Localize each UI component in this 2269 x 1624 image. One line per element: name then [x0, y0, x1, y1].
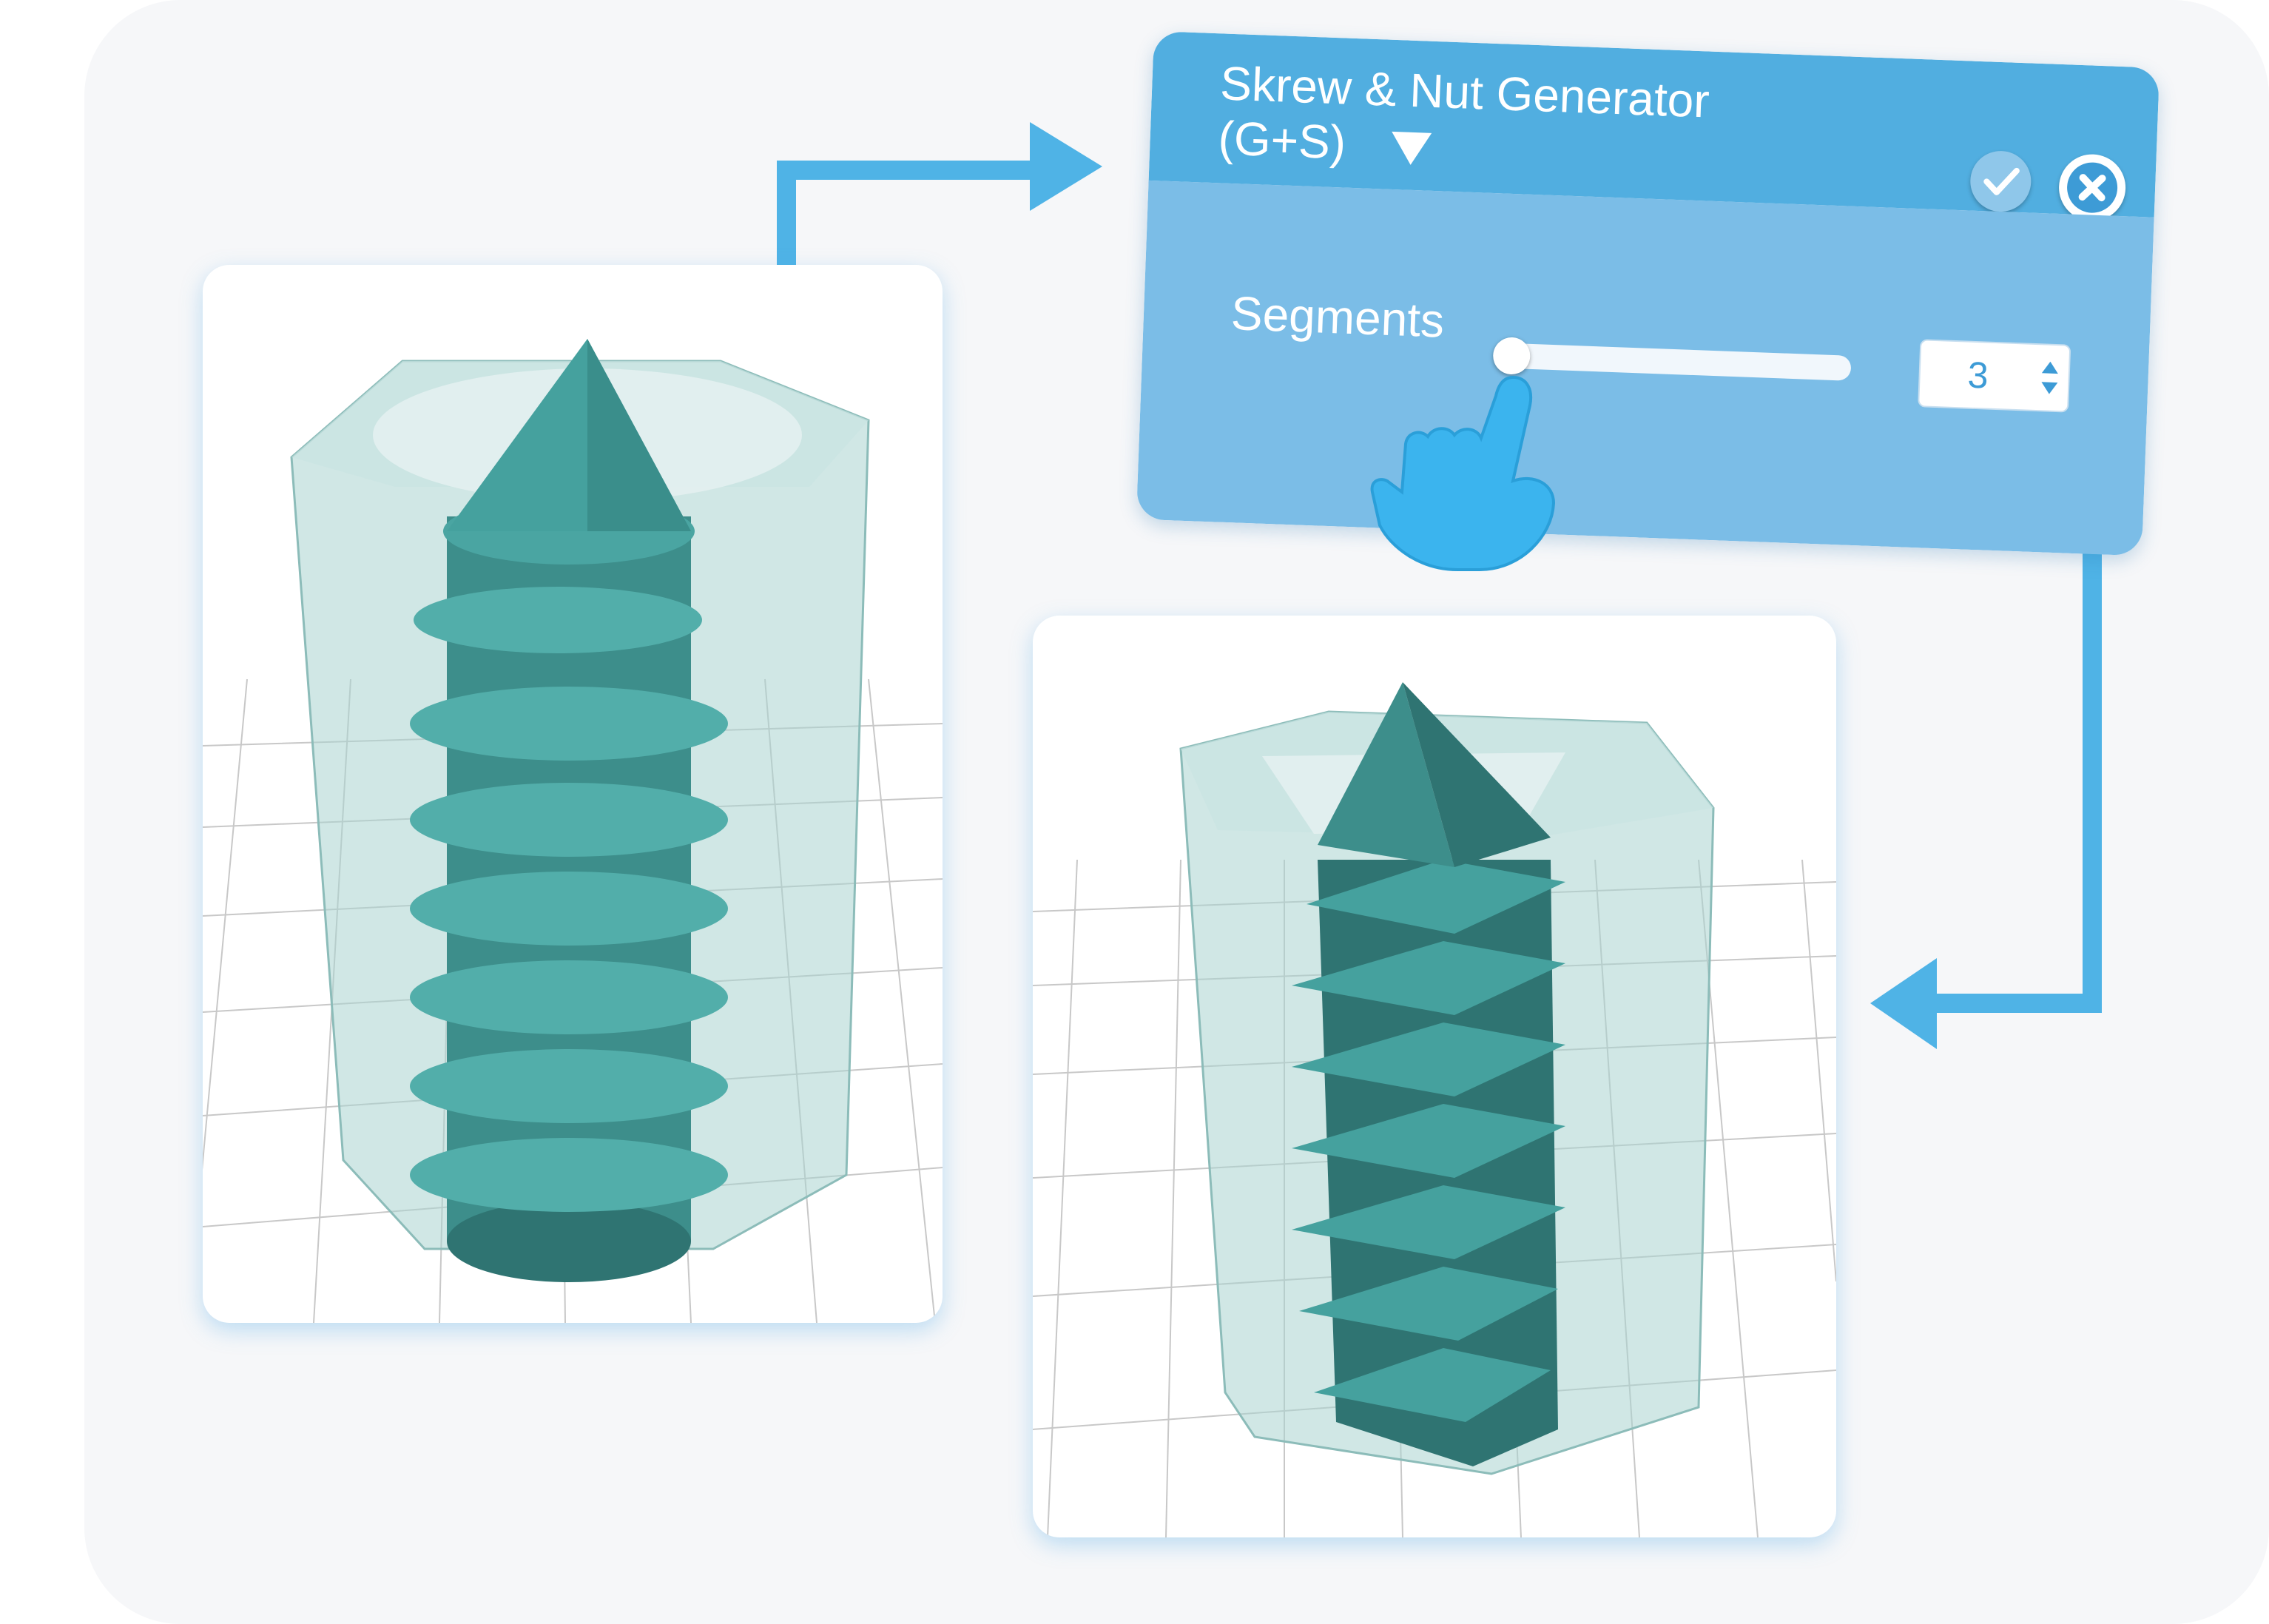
viewport-after: [1033, 616, 1836, 1537]
close-icon: [2067, 162, 2118, 213]
viewport-before: [203, 265, 943, 1323]
check-icon: [1983, 167, 2020, 195]
triangle-down-icon[interactable]: [1390, 131, 1432, 166]
segments-value: 3: [1966, 354, 1989, 397]
confirm-button[interactable]: [1969, 149, 2032, 213]
hand-pointer-icon: [1370, 375, 1556, 571]
generator-panel: Skrew & Nut Generator (G+S) Segments 3: [1136, 31, 2160, 556]
close-button[interactable]: [2057, 152, 2127, 223]
segments-number-input[interactable]: 3: [1918, 339, 2071, 413]
panel-title: Skrew & Nut Generator (G+S): [1217, 55, 1710, 183]
stepper-down-icon[interactable]: [2040, 382, 2058, 395]
stepper-up-icon[interactable]: [2041, 361, 2059, 374]
segments-label: Segments: [1230, 286, 1446, 348]
screw-model: [410, 339, 728, 1282]
panel-header: Skrew & Nut Generator (G+S): [1148, 31, 2160, 223]
screw-model: [1292, 682, 1565, 1466]
